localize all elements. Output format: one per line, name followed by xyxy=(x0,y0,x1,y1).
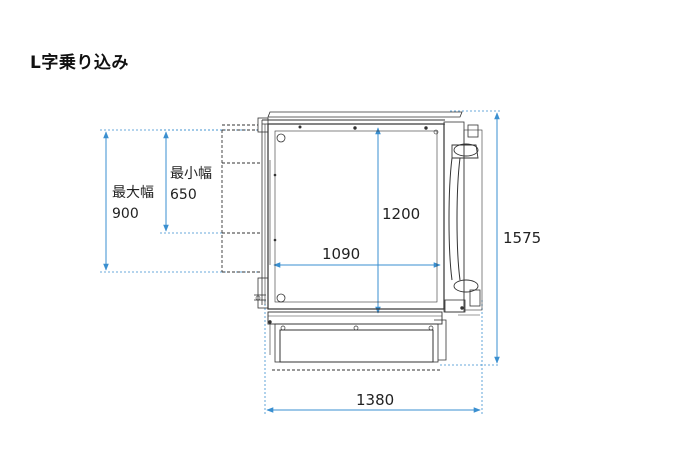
car-outline xyxy=(254,111,463,310)
door-width-indicators xyxy=(221,124,262,273)
max-width-label: 最大幅 xyxy=(112,185,154,201)
max-width-value: 900 xyxy=(112,206,139,222)
min-width-value: 650 xyxy=(170,187,197,203)
sill-platform xyxy=(267,311,447,363)
page-title: L字乗り込み xyxy=(30,53,129,73)
dimension-guides xyxy=(100,110,500,415)
dimension-arrows xyxy=(103,112,500,413)
min-width-label: 最小幅 xyxy=(170,166,212,182)
width-inner-value: 1090 xyxy=(322,245,360,263)
counterweight-assembly xyxy=(443,121,483,316)
depth-inner-value: 1200 xyxy=(382,205,420,223)
total-width-value: 1380 xyxy=(356,391,394,409)
total-depth-value: 1575 xyxy=(503,229,541,247)
